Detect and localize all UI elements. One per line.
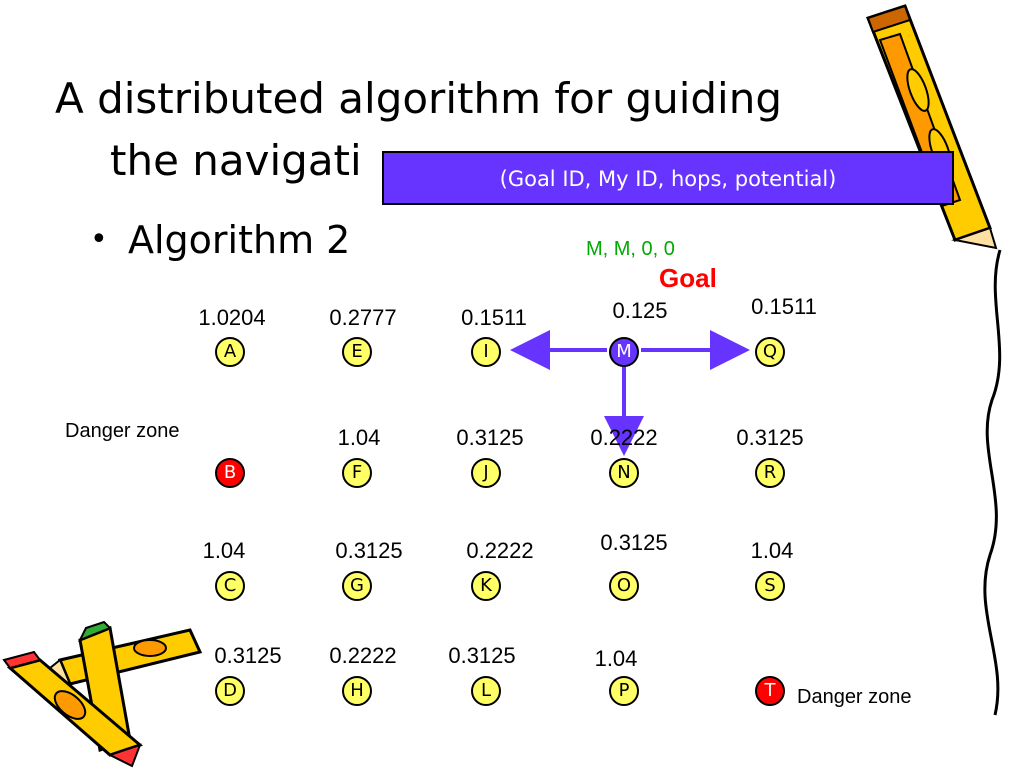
potential-value-g: 0.3125 xyxy=(335,538,403,563)
node-p: P xyxy=(609,676,639,706)
potential-value-n: 0.2222 xyxy=(590,425,658,450)
page-title: A distributed algorithm for guiding xyxy=(55,74,783,123)
potential-value-a: 1.0204 xyxy=(198,305,266,330)
node-c: C xyxy=(215,571,245,601)
potential-value-p: 1.04 xyxy=(594,646,638,671)
node-a: A xyxy=(215,337,245,367)
potential-value-m: 0.125 xyxy=(612,298,668,323)
node-l: L xyxy=(471,676,501,706)
node-e: E xyxy=(342,337,372,367)
bullet-dot: • xyxy=(90,222,108,257)
goal-tuple-label: M, M, 0, 0 xyxy=(586,238,675,260)
potential-value-h: 0.2222 xyxy=(329,643,397,668)
node-q: Q xyxy=(755,337,785,367)
node-h: H xyxy=(342,676,372,706)
potential-value-k: 0.2222 xyxy=(466,538,534,563)
potential-value-l: 0.3125 xyxy=(448,643,516,668)
node-b: B xyxy=(215,458,245,488)
danger-zone-label-b: Danger zone xyxy=(65,420,180,442)
node-o: O xyxy=(609,571,639,601)
node-s: S xyxy=(755,571,785,601)
node-i: I xyxy=(471,337,501,367)
tuple-legend-box: (Goal ID, My ID, hops, potential) xyxy=(382,151,954,205)
potential-value-s: 1.04 xyxy=(750,538,794,563)
node-r: R xyxy=(755,458,785,488)
goal-label: Goal xyxy=(659,263,717,293)
node-d: D xyxy=(215,676,245,706)
potential-value-f: 1.04 xyxy=(337,425,381,450)
potential-value-j: 0.3125 xyxy=(456,425,524,450)
potential-value-d: 0.3125 xyxy=(214,643,282,668)
potential-value-q: 0.1511 xyxy=(751,294,817,319)
node-m: M xyxy=(609,337,639,367)
page-title-line2: the navigati xyxy=(110,136,362,185)
potential-value-r: 0.3125 xyxy=(736,425,804,450)
potential-value-e: 0.2777 xyxy=(329,305,397,330)
tuple-legend-text: (Goal ID, My ID, hops, potential) xyxy=(499,167,837,191)
potential-value-c: 1.04 xyxy=(202,538,246,563)
node-f: F xyxy=(342,458,372,488)
node-g: G xyxy=(342,571,372,601)
node-j: J xyxy=(471,458,501,488)
bullet-text: Algorithm 2 xyxy=(128,218,351,262)
danger-zone-label-t: Danger zone xyxy=(797,686,912,708)
node-k: K xyxy=(471,571,501,601)
node-t: T xyxy=(755,676,785,706)
potential-value-o: 0.3125 xyxy=(600,530,668,555)
node-n: N xyxy=(609,458,639,488)
potential-value-i: 0.1511 xyxy=(461,305,527,330)
